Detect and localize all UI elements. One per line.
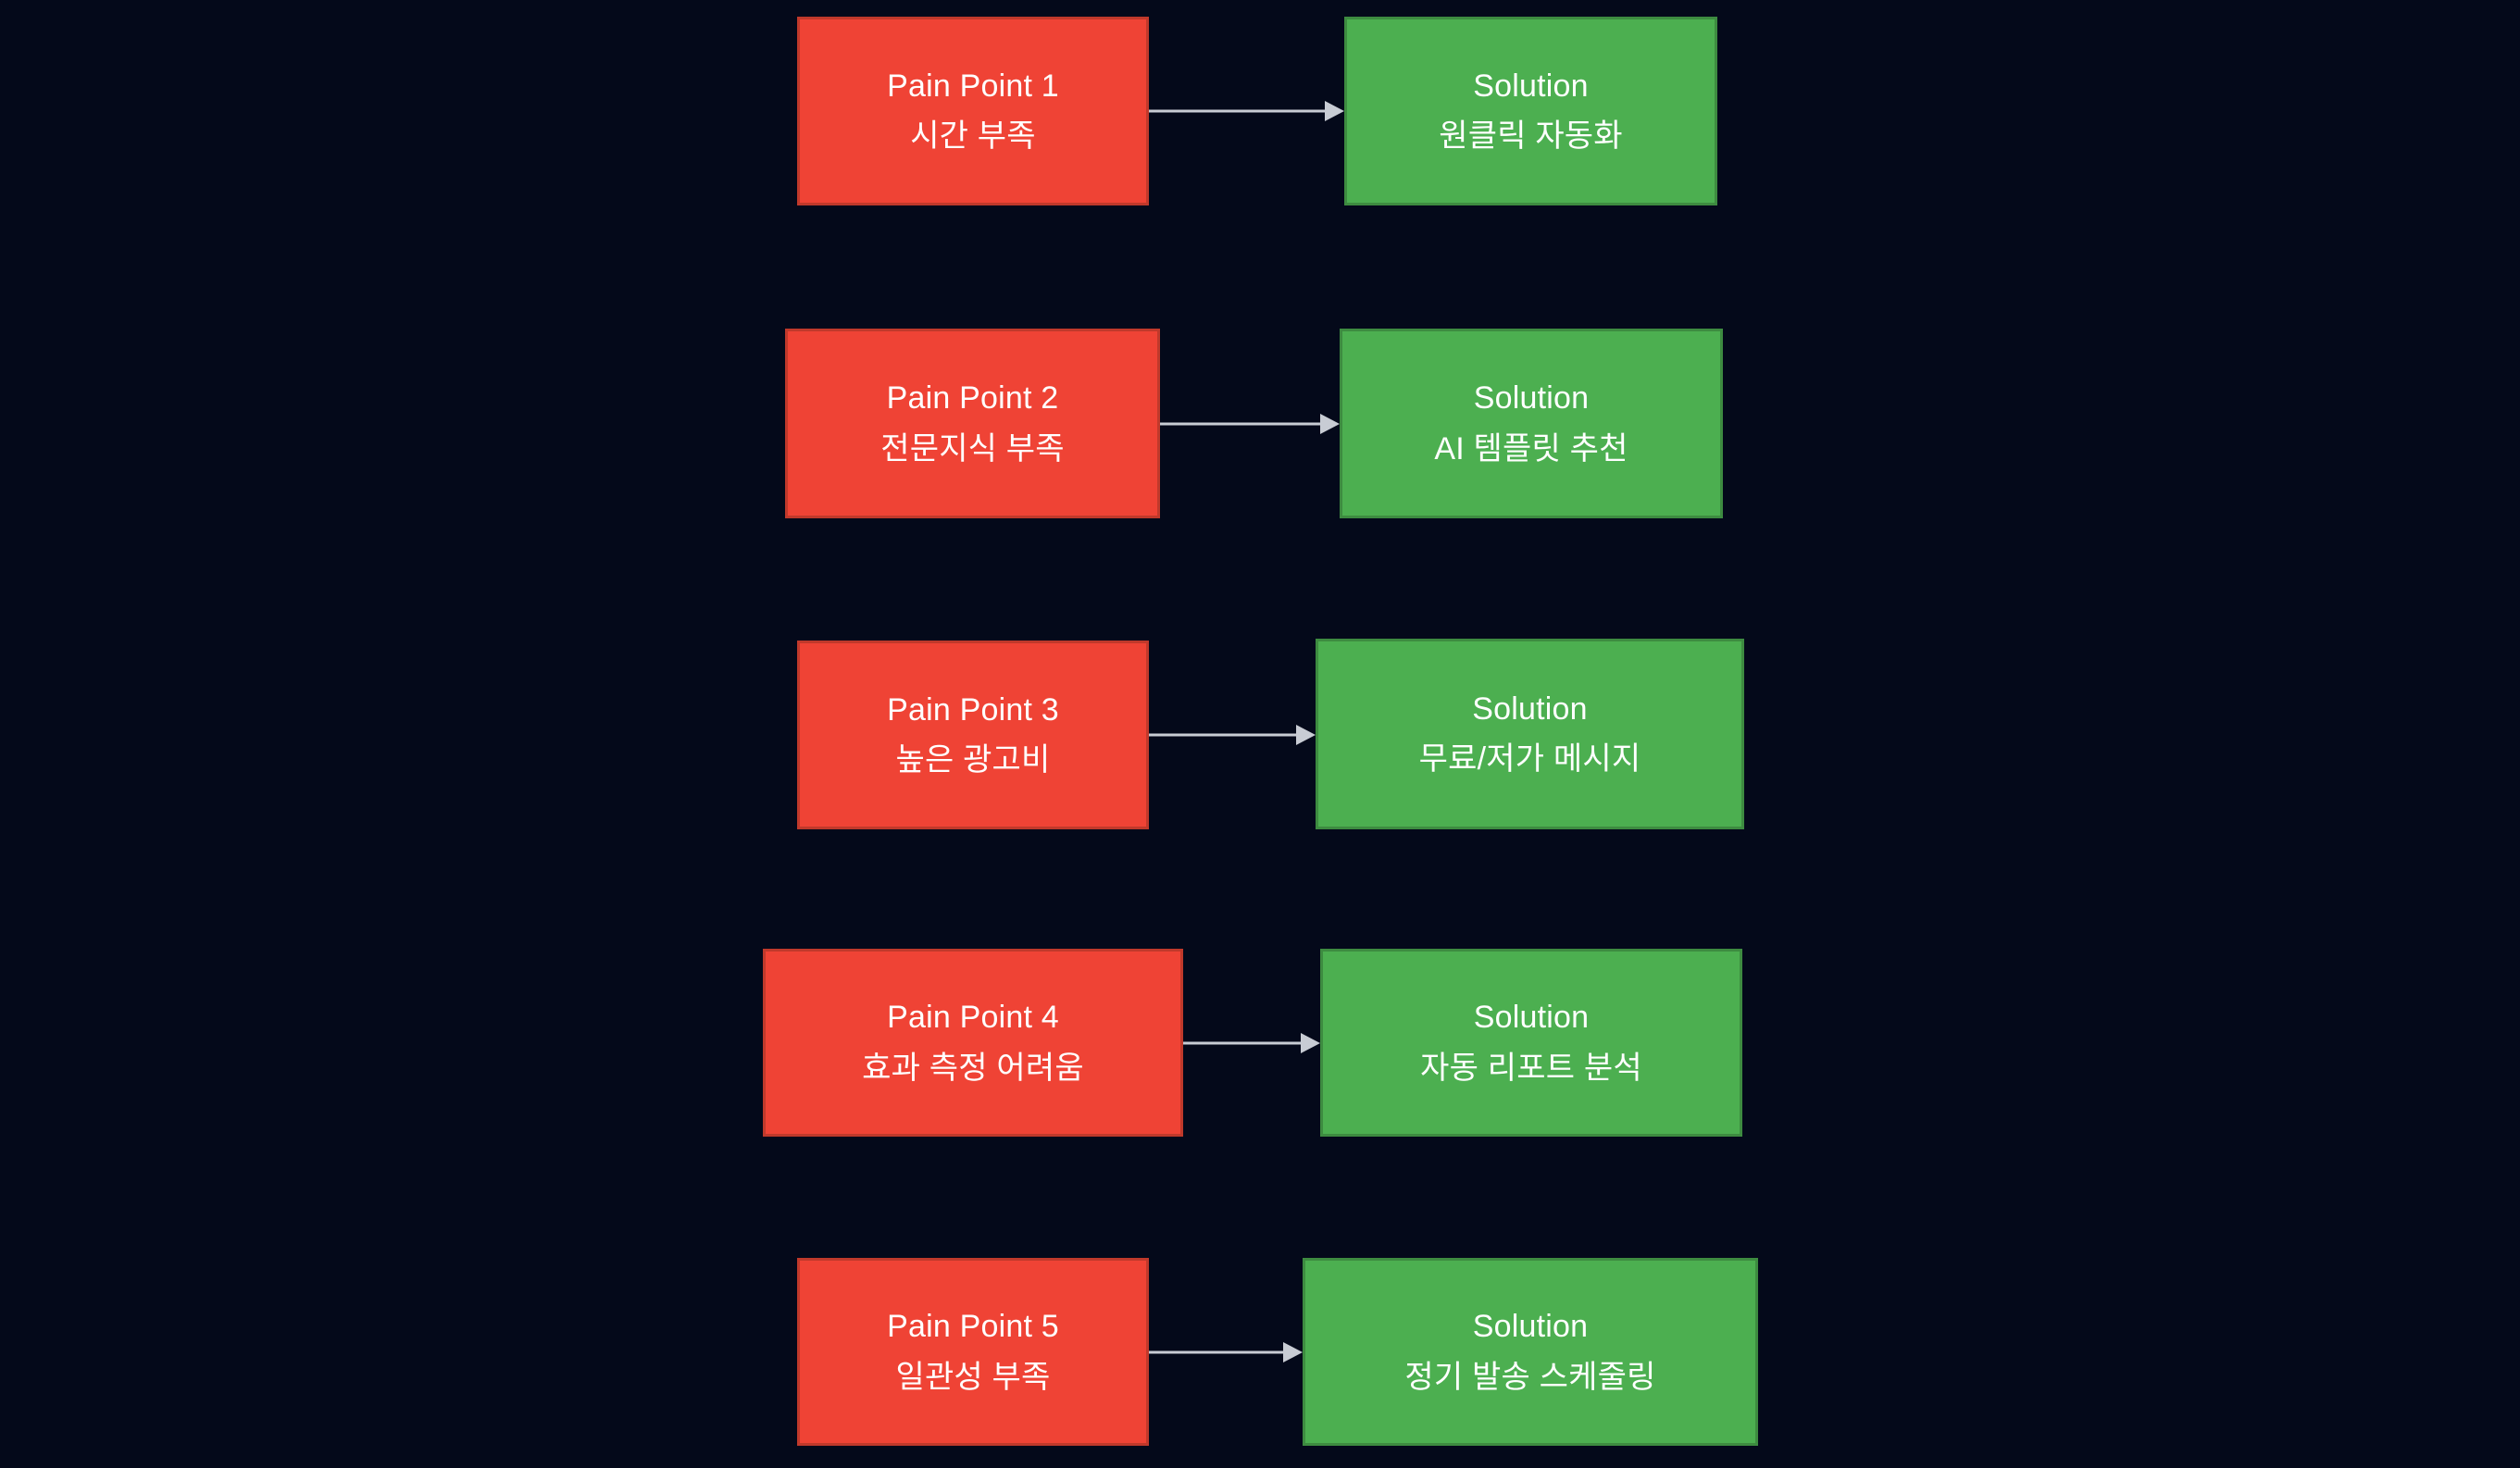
pain-point-title-3: Pain Point 3	[887, 691, 1059, 728]
pain-point-node-4[interactable]: Pain Point 4 효과 측정 어려움	[763, 949, 1183, 1137]
flow-row-1: Pain Point 1 시간 부족 Solution 원클릭 자동화	[0, 17, 2520, 205]
pain-point-title-2: Pain Point 2	[886, 380, 1059, 417]
pain-point-detail-1: 시간 부족	[910, 118, 1036, 154]
flow-edge-1	[1149, 95, 1344, 127]
pain-point-node-2[interactable]: Pain Point 2 전문지식 부족	[785, 329, 1160, 518]
pain-point-title-4: Pain Point 4	[887, 1000, 1059, 1036]
solution-detail-2: AI 템플릿 추천	[1434, 430, 1628, 467]
flow-row-5: Pain Point 5 일관성 부족 Solution 정기 발송 스케줄링	[0, 1258, 2520, 1446]
solution-title-2: Solution	[1473, 380, 1590, 417]
solution-title-1: Solution	[1473, 68, 1589, 104]
solution-node-2[interactable]: Solution AI 템플릿 추천	[1340, 329, 1723, 518]
pain-point-detail-4: 효과 측정 어려움	[862, 1050, 1084, 1086]
solution-node-4[interactable]: Solution 자동 리포트 분석	[1320, 949, 1742, 1137]
solution-detail-3: 무료/저가 메시지	[1418, 741, 1641, 777]
flow-edge-3	[1149, 719, 1316, 751]
solution-detail-1: 원클릭 자동화	[1439, 118, 1623, 154]
solution-detail-4: 자동 리포트 분석	[1420, 1050, 1642, 1086]
pain-point-detail-5: 일관성 부족	[895, 1359, 1051, 1395]
pain-point-title-5: Pain Point 5	[887, 1309, 1059, 1345]
pain-point-title-1: Pain Point 1	[887, 68, 1059, 104]
flow-edge-4	[1183, 1027, 1320, 1059]
solution-title-5: Solution	[1472, 1309, 1589, 1345]
solution-title-4: Solution	[1473, 1000, 1590, 1036]
pain-point-node-5[interactable]: Pain Point 5 일관성 부족	[797, 1258, 1149, 1446]
pain-point-detail-2: 전문지식 부족	[880, 430, 1065, 467]
flow-edge-5	[1149, 1337, 1303, 1368]
solution-detail-5: 정기 발송 스케줄링	[1404, 1359, 1656, 1395]
flow-row-2: Pain Point 2 전문지식 부족 Solution AI 템플릿 추천	[0, 329, 2520, 518]
pain-point-node-1[interactable]: Pain Point 1 시간 부족	[797, 17, 1149, 205]
solution-node-1[interactable]: Solution 원클릭 자동화	[1344, 17, 1717, 205]
pain-point-node-3[interactable]: Pain Point 3 높은 광고비	[797, 641, 1149, 829]
flow-row-4: Pain Point 4 효과 측정 어려움 Solution 자동 리포트 분…	[0, 949, 2520, 1137]
solution-node-3[interactable]: Solution 무료/저가 메시지	[1316, 639, 1744, 829]
pain-point-detail-3: 높은 광고비	[895, 742, 1051, 778]
solution-title-3: Solution	[1472, 690, 1588, 727]
flow-row-3: Pain Point 3 높은 광고비 Solution 무료/저가 메시지	[0, 639, 2520, 829]
solution-node-5[interactable]: Solution 정기 발송 스케줄링	[1303, 1258, 1758, 1446]
flow-edge-2	[1160, 408, 1340, 440]
